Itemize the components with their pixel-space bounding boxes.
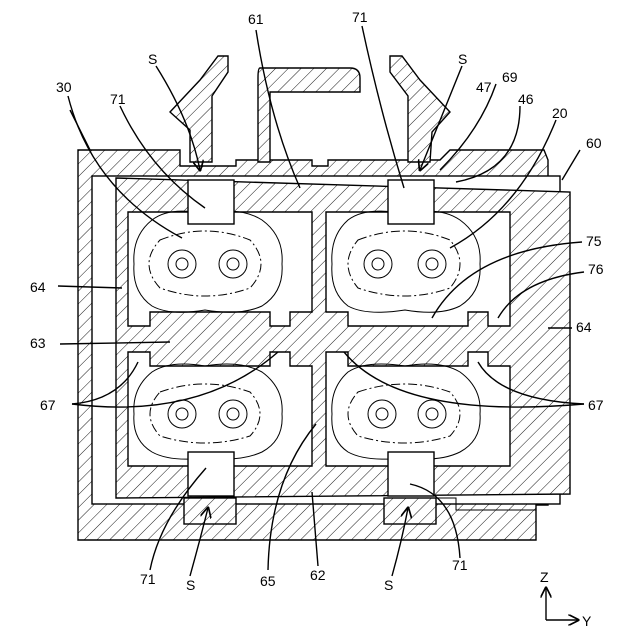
label-60: 60: [586, 135, 602, 151]
label-46: 46: [518, 91, 534, 107]
label-71-bottom-right: 71: [452, 557, 468, 573]
label-62: 62: [310, 567, 326, 583]
axis-y-label: Y: [582, 613, 592, 629]
label-64-left: 64: [30, 279, 46, 295]
label-67-left: 67: [40, 397, 56, 413]
label-67-right: 67: [588, 397, 604, 413]
latch-top-right: [390, 56, 450, 162]
label-65: 65: [260, 573, 276, 589]
axis-z-label: Z: [540, 569, 549, 585]
axis-indicator: [546, 588, 578, 620]
latch-top-left: [170, 56, 228, 162]
label-s-top-right: S: [458, 51, 467, 67]
label-71-top-right: 71: [352, 9, 368, 25]
label-47: 47: [476, 79, 492, 95]
label-69: 69: [502, 69, 518, 85]
label-71-top-left: 71: [110, 91, 126, 107]
label-s-bottom-right: S: [384, 577, 393, 593]
label-75: 75: [586, 233, 602, 249]
lock-arm: [258, 68, 360, 162]
label-71-bottom-left: 71: [140, 571, 156, 587]
label-s-top-left: S: [148, 51, 157, 67]
label-30: 30: [56, 79, 72, 95]
label-63: 63: [30, 335, 46, 351]
label-64-right: 64: [576, 319, 592, 335]
label-20: 20: [552, 105, 568, 121]
label-76: 76: [588, 261, 604, 277]
label-61: 61: [248, 11, 264, 27]
label-s-bottom-left: S: [186, 577, 195, 593]
